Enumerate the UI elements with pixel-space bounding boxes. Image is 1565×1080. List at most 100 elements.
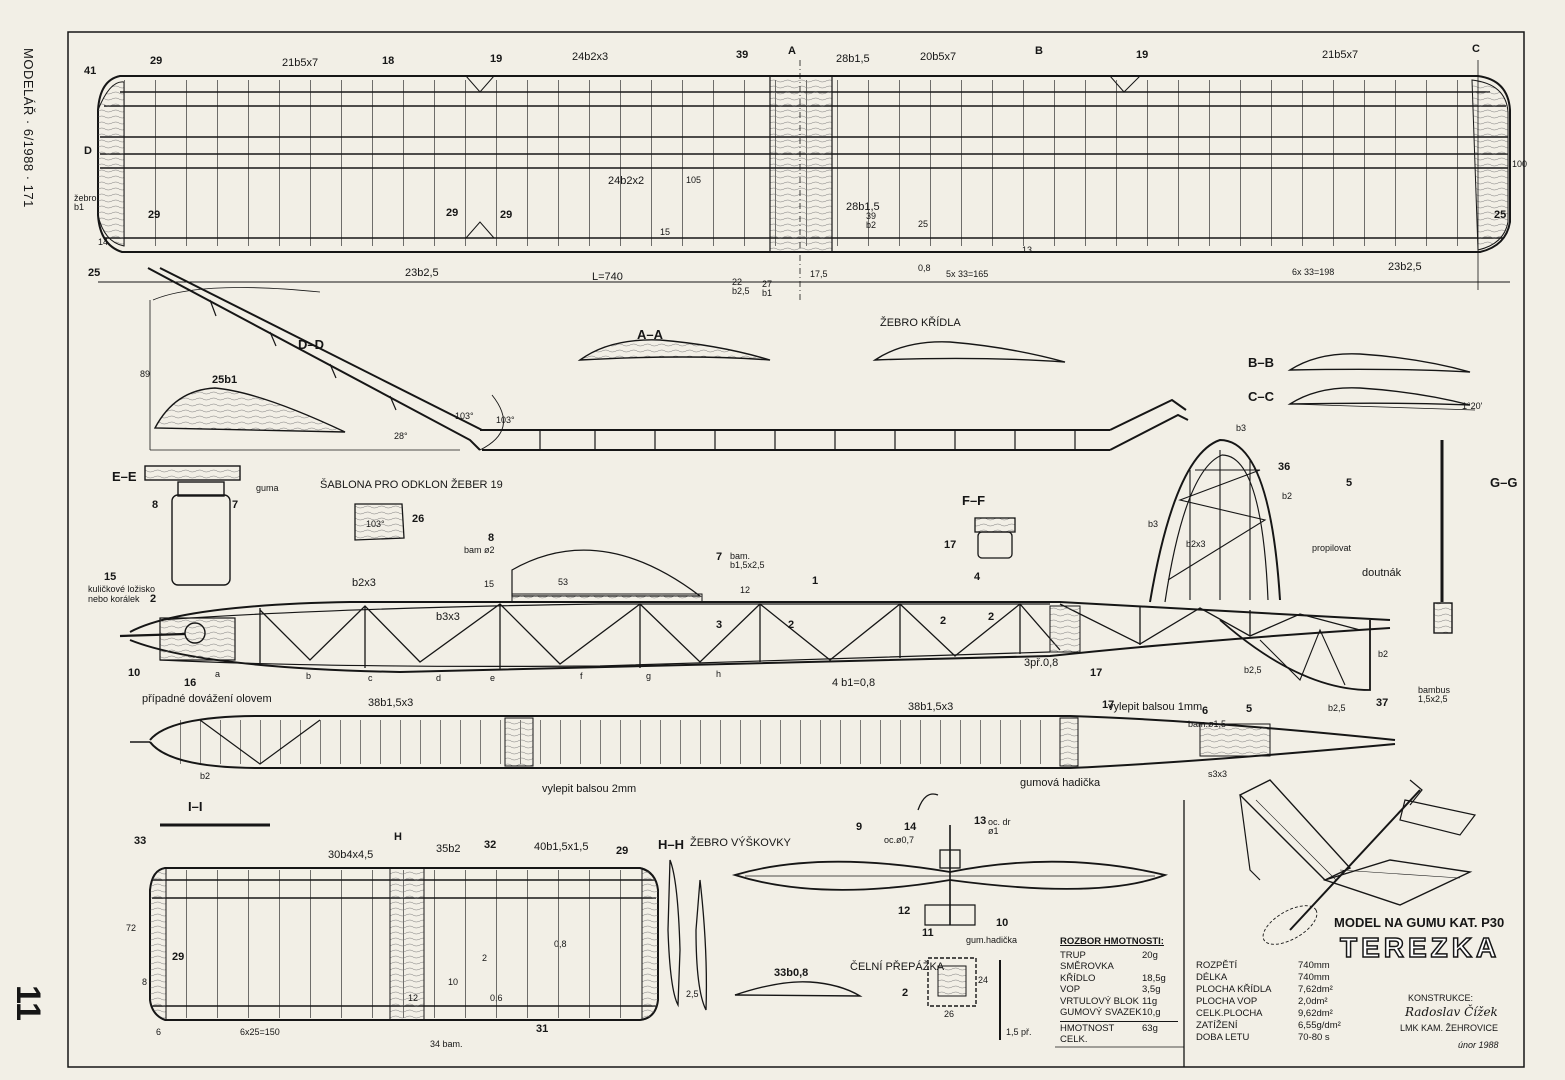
wing-label-19b: 19 xyxy=(1136,49,1149,61)
stab-dim-06: 0,6 xyxy=(490,993,503,1003)
wing-dim-25: 25 xyxy=(918,219,929,229)
fus-label-16: 16 xyxy=(184,677,197,689)
wing-rib-b1-label: žebro b1 xyxy=(74,193,97,212)
fus-label-b3x3: b3x3 xyxy=(436,611,460,623)
wing-label-29b: 29 xyxy=(148,209,161,221)
wing-dim-105: 105 xyxy=(686,175,702,185)
section-label-hh: H–H xyxy=(658,837,685,852)
fus-label-2b: 2 xyxy=(940,615,947,627)
wing-label-19a: 19 xyxy=(490,53,503,65)
wing-label-27: 27 b1 xyxy=(762,279,773,298)
section-f-f xyxy=(974,517,1016,559)
wing-label-39b: 39 b2 xyxy=(866,211,877,230)
wing-label-39a: 39 xyxy=(736,49,749,61)
wing-dim-13: 13 xyxy=(1022,245,1033,255)
fus-dim-53: 53 xyxy=(558,577,569,587)
station-d: d xyxy=(436,673,442,683)
wing-dim-14: 14 xyxy=(98,237,109,247)
wing-label-25-right: 25 xyxy=(1494,209,1507,221)
fus-label-8: 8 xyxy=(488,532,495,544)
front-bulkhead-title: ČELNÍ PŘEPÁŽKA xyxy=(850,961,945,973)
stab-label-29b: 29 xyxy=(172,951,185,963)
drawing-frame xyxy=(67,31,1525,1068)
prop-label-11: 11 xyxy=(922,927,934,939)
wing-label-23a: 23b2,5 xyxy=(405,267,439,279)
fin-label-b2: b2 xyxy=(1282,491,1293,501)
prop-label-13: 13 xyxy=(974,815,987,827)
dd-angle-103b: 103° xyxy=(496,415,515,425)
propilovat-note: propilovat xyxy=(1312,543,1352,553)
wing-dim-175: 17,5 xyxy=(810,269,828,279)
bulkhead-label-2: 2 xyxy=(902,987,909,999)
bulkhead-dim-24: 24 xyxy=(978,975,989,985)
wing-dim-198: 6x 33=198 xyxy=(1292,267,1335,277)
propeller-view xyxy=(731,793,1169,1040)
constructor-label: KONSTRUKCE: xyxy=(1408,993,1474,1003)
rubber-hose-note: gumová hadička xyxy=(1020,777,1101,789)
fus-label-17: 17 xyxy=(1090,667,1103,679)
ff-label-4: 4 xyxy=(974,571,981,583)
prop-label-14: 14 xyxy=(904,821,917,833)
section-label-ff: F–F xyxy=(962,493,986,508)
top-label-38a: 38b1,5x3 xyxy=(368,697,414,709)
fus-dim-12: 12 xyxy=(740,585,751,595)
stab-label-32: 32 xyxy=(484,839,497,851)
tail-label-b25b: b2,5 xyxy=(1328,703,1346,713)
fus-label-1: 1 xyxy=(812,575,819,587)
prop-label-9: 9 xyxy=(856,821,863,833)
top-label-38b: 38b1,5x3 xyxy=(908,701,954,713)
section-label-ii: I–I xyxy=(188,799,203,814)
wing-front-view xyxy=(147,267,1189,451)
tail-label-b2: b2 xyxy=(1378,649,1389,659)
wing-label-28b: 28b1,5 xyxy=(846,201,880,213)
model-name: TEREZKA xyxy=(1339,931,1501,964)
model-category: MODEL NA GUMU KAT. P30 xyxy=(1334,915,1505,930)
dd-angle-103a: 103° xyxy=(455,411,474,421)
wing-label-41: 41 xyxy=(84,65,97,77)
template-angle: 103° xyxy=(366,519,385,529)
fus-label-15: 15 xyxy=(104,571,117,583)
stab-dim-2: 2 xyxy=(482,953,488,963)
club-name: LMK KAM. ŽEHROVICE xyxy=(1400,1023,1499,1033)
section-label-cc: C–C xyxy=(1248,389,1275,404)
fin-label-b2x3: b2x3 xyxy=(1186,539,1206,549)
wing-label-29a: 29 xyxy=(150,55,163,67)
wing-dim-15: 15 xyxy=(660,227,671,237)
ff-label-17: 17 xyxy=(944,539,957,551)
tail-label-b25a: b2,5 xyxy=(1244,665,1262,675)
section-label-bb: B–B xyxy=(1248,355,1275,370)
section-mark-d: D xyxy=(84,145,92,157)
station-c: c xyxy=(368,673,373,683)
wing-label-21a: 21b5x7 xyxy=(282,57,319,69)
station-b: b xyxy=(306,671,312,681)
top-label-5: 5 xyxy=(1246,703,1253,715)
stab-dim-6: 6 xyxy=(156,1027,162,1037)
bamboo-note: bambus 1,5x2,5 xyxy=(1418,685,1451,704)
section-mark-a: A xyxy=(788,45,796,57)
wingtip-rib-label: 25b1 xyxy=(212,374,238,386)
wing-dim-100: 100 xyxy=(1512,159,1528,169)
prop-label-13-spec: oc. dr ø1 xyxy=(988,817,1011,836)
wing-label-25: 25 xyxy=(88,267,101,279)
section-mark-b: B xyxy=(1035,45,1043,57)
fus-label-3: 3 xyxy=(716,619,723,631)
stab-rib-label-33: 33b0,8 xyxy=(774,967,809,979)
top-label-b2: b2 xyxy=(200,771,211,781)
section-mark-h: H xyxy=(394,831,402,843)
stab-dim-150: 6x25=150 xyxy=(240,1027,280,1037)
section-label-aa: A–A xyxy=(637,327,664,342)
section-e-e xyxy=(144,465,241,586)
wing-label-23b: 23b2,5 xyxy=(1388,261,1422,273)
fus-label-2a: 2 xyxy=(788,619,795,631)
balsa-2mm-note: vylepit balsou 2mm xyxy=(542,783,637,795)
